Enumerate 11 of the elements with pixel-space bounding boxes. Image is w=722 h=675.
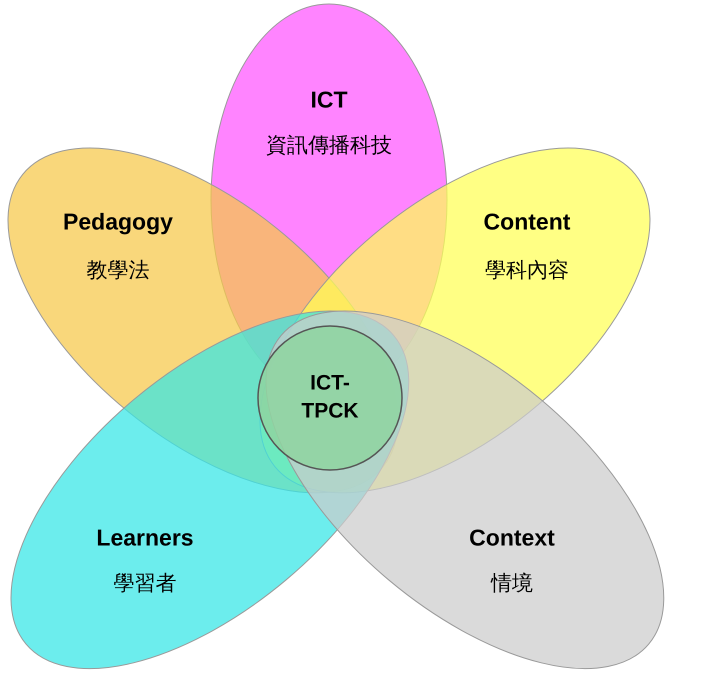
category-label: 學科內容 (484, 258, 569, 284)
category-heading: ICT (310, 86, 348, 114)
category-heading: Context (469, 524, 555, 552)
category-label: 情境 (490, 570, 533, 597)
category-label: 學習者 (113, 570, 176, 597)
category-label: 教學法 (86, 258, 150, 284)
category-heading: Pedagogy (63, 208, 173, 236)
category-label: 資訊傳播科技 (266, 133, 392, 159)
center-label: ICT-TPCK (300, 370, 360, 425)
category-heading: Content (484, 208, 570, 236)
category-heading: Learners (96, 524, 194, 552)
